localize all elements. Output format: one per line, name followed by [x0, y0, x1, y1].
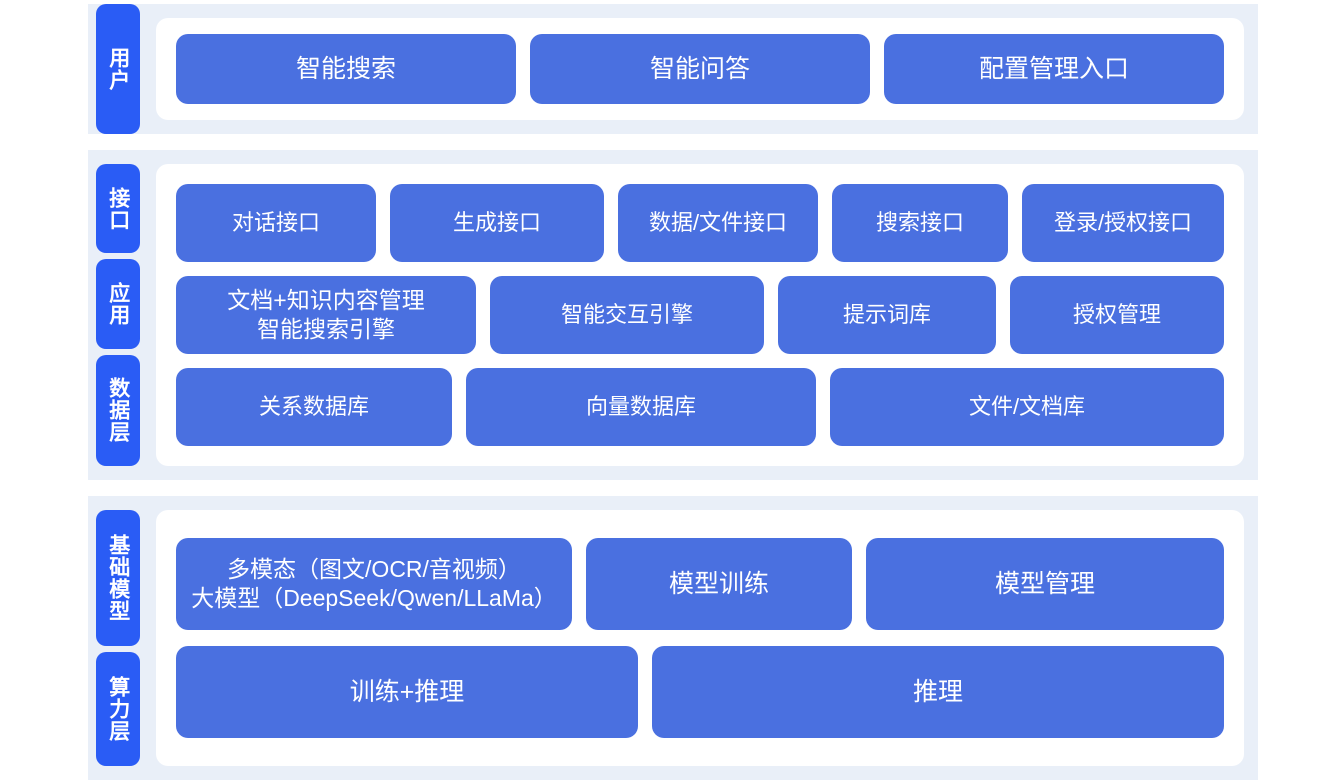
- card-middle: 对话接口 生成接口 数据/文件接口 搜索接口 登录/授权接口 文档+知识内容管理…: [156, 164, 1244, 466]
- row-foundation-model: 多模态（图文/OCR/音视频） 大模型（DeepSeek/Qwen/LLaMa）…: [176, 538, 1224, 630]
- box-data-file-api[interactable]: 数据/文件接口: [618, 184, 818, 262]
- card-base: 多模态（图文/OCR/音视频） 大模型（DeepSeek/Qwen/LLaMa）…: [156, 510, 1244, 766]
- box-training-and-inference[interactable]: 训练+推理: [176, 646, 638, 738]
- section-base: 基础模型 算力层 多模态（图文/OCR/音视频） 大模型（DeepSeek/Qw…: [88, 496, 1258, 780]
- box-model-management[interactable]: 模型管理: [866, 538, 1224, 630]
- box-relational-database[interactable]: 关系数据库: [176, 368, 452, 446]
- box-authorization-management[interactable]: 授权管理: [1010, 276, 1224, 354]
- box-smart-qa[interactable]: 智能问答: [530, 34, 870, 104]
- layer-tab-application[interactable]: 应用: [96, 259, 140, 349]
- box-vector-database[interactable]: 向量数据库: [466, 368, 816, 446]
- card-user: 智能搜索 智能问答 配置管理入口: [156, 18, 1244, 120]
- row-application: 文档+知识内容管理 智能搜索引擎 智能交互引擎 提示词库 授权管理: [176, 276, 1224, 354]
- layer-tab-compute[interactable]: 算力层: [96, 652, 140, 766]
- tab-column-user: 用户: [88, 4, 148, 134]
- box-inference[interactable]: 推理: [652, 646, 1224, 738]
- layer-tab-user[interactable]: 用户: [96, 4, 140, 134]
- section-user: 用户 智能搜索 智能问答 配置管理入口: [88, 4, 1258, 134]
- box-file-document-store[interactable]: 文件/文档库: [830, 368, 1224, 446]
- box-search-api[interactable]: 搜索接口: [832, 184, 1008, 262]
- box-login-auth-api[interactable]: 登录/授权接口: [1022, 184, 1224, 262]
- box-multimodal-large-model[interactable]: 多模态（图文/OCR/音视频） 大模型（DeepSeek/Qwen/LLaMa）: [176, 538, 572, 630]
- row-compute-layer: 训练+推理 推理: [176, 646, 1224, 738]
- tab-column-base: 基础模型 算力层: [88, 496, 148, 780]
- box-model-training[interactable]: 模型训练: [586, 538, 852, 630]
- box-doc-knowledge-content-management[interactable]: 文档+知识内容管理 智能搜索引擎: [176, 276, 476, 354]
- box-generation-api[interactable]: 生成接口: [390, 184, 604, 262]
- box-smart-interaction-engine[interactable]: 智能交互引擎: [490, 276, 764, 354]
- layer-tab-foundation-model[interactable]: 基础模型: [96, 510, 140, 646]
- section-middle: 接口 应用 数据层 对话接口 生成接口 数据/文件接口 搜索接口 登录/授权接口…: [88, 150, 1258, 480]
- layer-tab-data[interactable]: 数据层: [96, 354, 140, 466]
- box-dialog-api[interactable]: 对话接口: [176, 184, 376, 262]
- box-config-management-entry[interactable]: 配置管理入口: [884, 34, 1224, 104]
- row-interface: 对话接口 生成接口 数据/文件接口 搜索接口 登录/授权接口: [176, 184, 1224, 262]
- tab-column-middle: 接口 应用 数据层: [88, 150, 148, 480]
- layer-tab-interface[interactable]: 接口: [96, 164, 140, 254]
- row-data-layer: 关系数据库 向量数据库 文件/文档库: [176, 368, 1224, 446]
- box-smart-search[interactable]: 智能搜索: [176, 34, 516, 104]
- row-user-entries: 智能搜索 智能问答 配置管理入口: [176, 34, 1224, 104]
- box-prompt-library[interactable]: 提示词库: [778, 276, 996, 354]
